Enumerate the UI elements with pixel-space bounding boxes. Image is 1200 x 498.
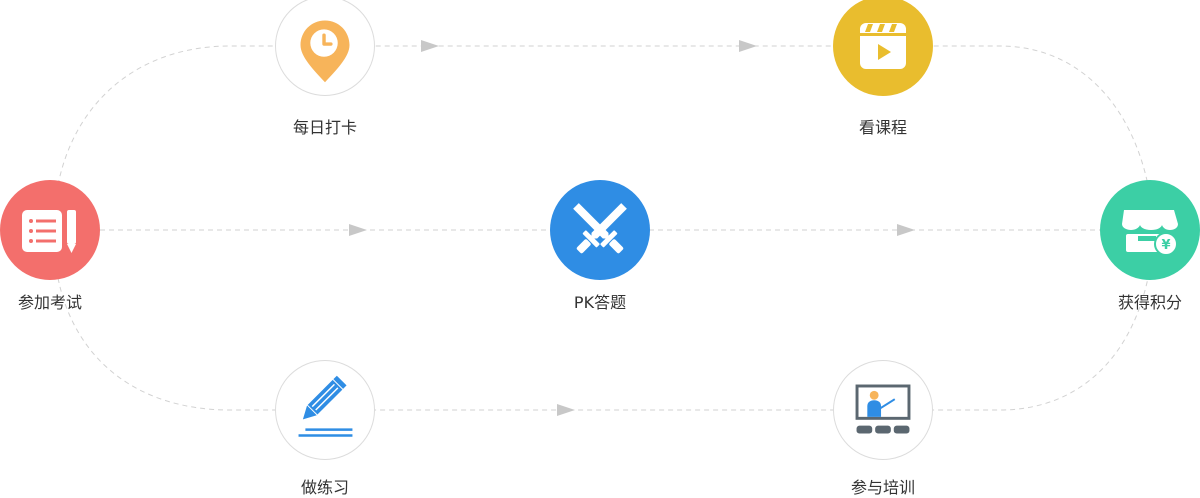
checkin-label: 每日打卡 — [292, 118, 357, 137]
bottom-connector — [57, 277, 1149, 411]
pk-label: PK答题 — [573, 293, 627, 312]
notepad-list-icon — [22, 210, 76, 253]
practice-label: 做练习 — [300, 478, 349, 497]
yuan-store-icon: ¥ — [1122, 210, 1178, 256]
pencil-writing-icon — [298, 375, 353, 437]
clock-location-pin-icon — [300, 20, 350, 83]
crossed-swords-icon — [573, 203, 627, 254]
training-label: 参与培训 — [850, 478, 915, 497]
svg-text:¥: ¥ — [1161, 238, 1170, 253]
top-connector — [57, 45, 1149, 186]
teacher-whiteboard-icon — [855, 384, 911, 434]
points-label: 获得积分 — [1117, 293, 1182, 312]
video-clapperboard-icon — [860, 23, 906, 69]
course-node[interactable] — [833, 0, 933, 96]
points-node[interactable]: ¥ — [1100, 180, 1200, 280]
training-node[interactable] — [833, 360, 933, 460]
checkin-node[interactable] — [275, 0, 375, 96]
exam-label: 参加考试 — [17, 293, 82, 312]
pk-node[interactable] — [550, 180, 650, 280]
arrow-head — [421, 40, 439, 52]
exam-node[interactable] — [0, 180, 100, 280]
arrow-head — [349, 224, 367, 236]
practice-node[interactable] — [275, 360, 375, 460]
arrow-head — [739, 40, 757, 52]
arrow-head — [897, 224, 915, 236]
arrow-head — [557, 404, 575, 416]
course-label: 看课程 — [858, 118, 907, 137]
